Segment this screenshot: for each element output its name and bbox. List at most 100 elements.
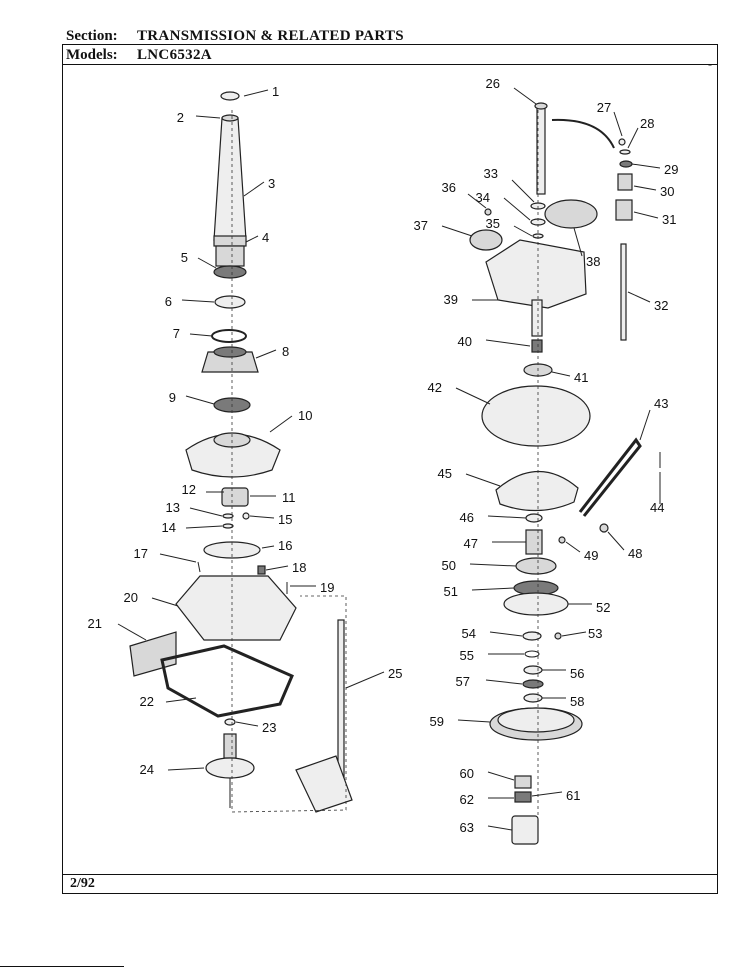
callout-leader-14 (185, 525, 223, 529)
callout-number-13: 13 (166, 500, 180, 515)
part-10-cover (185, 433, 281, 478)
part-63-cap (511, 815, 539, 845)
part-36-pin (484, 208, 492, 216)
callout-leader-36 (467, 193, 487, 209)
part-22-gasket (160, 644, 294, 718)
callout-number-51: 51 (444, 584, 458, 599)
callout-number-42: 42 (428, 380, 442, 395)
part-39-shaft (531, 299, 543, 337)
callout-number-37: 37 (414, 218, 428, 233)
callout-number-26: 26 (486, 76, 500, 91)
callout-number-30: 30 (660, 184, 674, 199)
part-24-plate (205, 757, 255, 779)
callout-number-16: 16 (278, 538, 292, 553)
callout-number-11: 11 (282, 490, 296, 505)
page-bottom-rule (0, 966, 124, 967)
part-56-washer (523, 665, 543, 675)
callout-number-9: 9 (169, 390, 176, 405)
callout-number-22: 22 (140, 694, 154, 709)
callout-number-19: 19 (320, 580, 334, 595)
corner-mark: - (708, 57, 712, 71)
part-50-hub (515, 557, 557, 575)
callout-leader-24 (167, 767, 205, 771)
part-57-bearing (522, 679, 544, 689)
part-2-tube-top (221, 114, 239, 122)
callout-leader-22 (165, 697, 197, 703)
footer-divider (62, 874, 718, 875)
callout-leader-50 (469, 563, 517, 567)
callout-leader-15 (249, 515, 275, 519)
part-54-washer (522, 631, 542, 641)
part-47-spring (525, 529, 543, 555)
callout-leader-16 (261, 545, 275, 549)
callout-number-48: 48 (628, 546, 642, 561)
callout-number-36: 36 (442, 180, 456, 195)
part-43-lever (578, 437, 642, 517)
part-15-ring (242, 512, 250, 520)
callout-leader-6 (181, 299, 215, 303)
callout-number-47: 47 (464, 536, 478, 551)
callout-number-20: 20 (124, 590, 138, 605)
callout-number-39: 39 (444, 292, 458, 307)
callout-number-27: 27 (597, 100, 611, 115)
callout-leader-30 (633, 185, 657, 191)
callout-leader-59 (457, 719, 491, 723)
part-27-ball (618, 138, 626, 146)
callout-leader-1 (243, 89, 269, 97)
callout-leader-34 (503, 197, 531, 221)
callout-number-35: 35 (486, 216, 500, 231)
callout-leader-17 (159, 553, 197, 563)
part-31-gear (615, 199, 633, 221)
part-39-gearcase (485, 239, 587, 309)
callout-number-5: 5 (181, 250, 188, 265)
callout-number-58: 58 (570, 694, 584, 709)
callout-number-62: 62 (460, 792, 474, 807)
callout-leader-21 (117, 623, 147, 641)
part-3-tube (213, 117, 247, 241)
callout-number-55: 55 (460, 648, 474, 663)
callout-leader-32 (627, 291, 651, 303)
part-14-washer (222, 523, 234, 529)
callout-leader-3 (243, 181, 265, 197)
callout-leader-37 (441, 225, 473, 237)
callout-number-29: 29 (664, 162, 678, 177)
callout-number-23: 23 (262, 720, 276, 735)
callout-leader-31 (633, 211, 659, 219)
callout-leader-45 (465, 473, 501, 487)
diagram-frame (62, 44, 718, 894)
callout-number-41: 41 (574, 370, 588, 385)
callout-number-2: 2 (177, 110, 184, 125)
header-divider (62, 64, 718, 65)
part-46-washer (525, 513, 543, 523)
section-label: Section: (66, 28, 118, 44)
callout-number-53: 53 (588, 626, 602, 641)
callout-leader-53 (561, 631, 587, 637)
part-32-pin (620, 243, 627, 341)
callout-number-4: 4 (262, 230, 269, 245)
callout-leader-4 (245, 235, 259, 243)
callout-number-46: 46 (460, 510, 474, 525)
part-13-washer (222, 513, 234, 519)
callout-number-49: 49 (584, 548, 598, 563)
callout-number-43: 43 (654, 396, 668, 411)
models-label: Models: (66, 47, 118, 63)
callout-leader-41 (551, 371, 571, 377)
callout-leader-13 (189, 507, 223, 517)
part-40-gear (531, 339, 543, 353)
callout-leader-54 (489, 631, 523, 637)
callout-number-24: 24 (140, 762, 154, 777)
date-code: 2/92 (70, 876, 95, 891)
callout-leader-5 (197, 257, 217, 269)
part-52-cone (503, 592, 569, 616)
part-59-pulley-inner (497, 707, 575, 733)
callout-leader-23 (235, 721, 259, 727)
callout-number-52: 52 (596, 600, 610, 615)
part-5-tube-base (215, 245, 245, 267)
part-23-washer (224, 718, 236, 726)
callout-number-3: 3 (268, 176, 275, 191)
part-1-ring (220, 91, 240, 101)
callout-number-63: 63 (460, 820, 474, 835)
callout-leader-20 (151, 597, 179, 607)
part-60-coupling (514, 775, 532, 789)
callout-number-40: 40 (458, 334, 472, 349)
